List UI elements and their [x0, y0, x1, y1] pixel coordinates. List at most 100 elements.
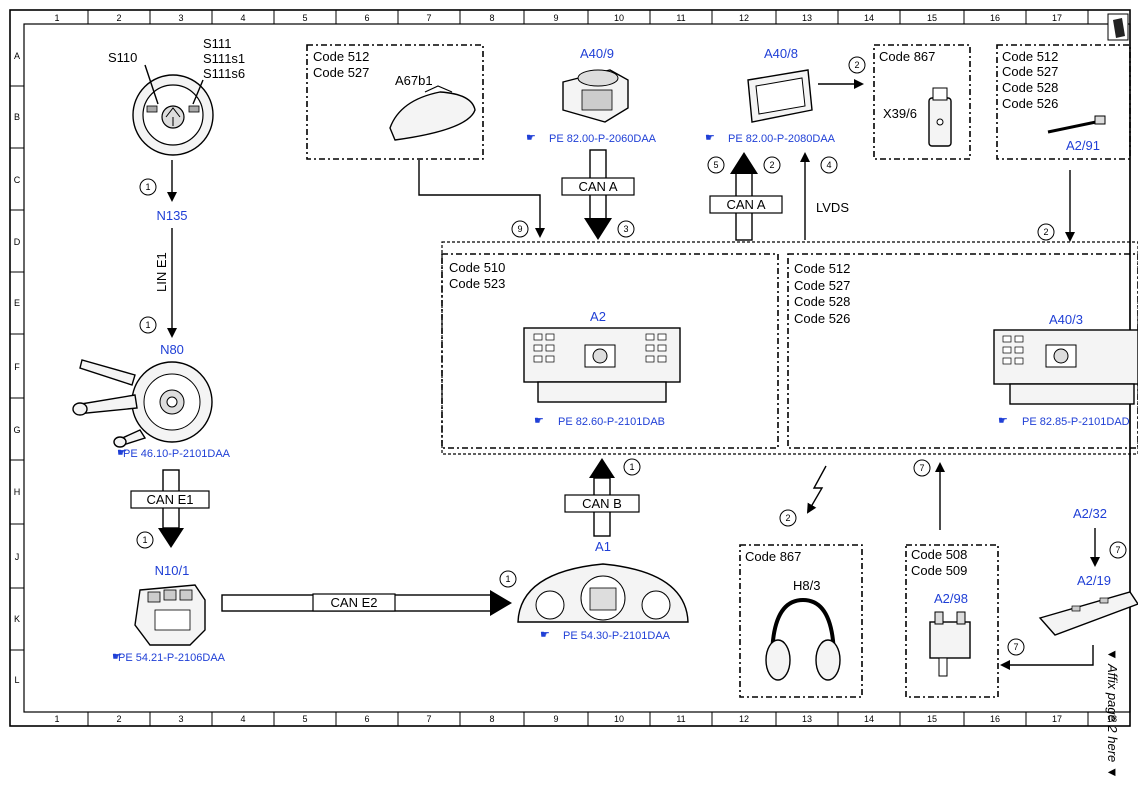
col-label-bottom: 16: [990, 714, 1000, 724]
headphones-icon: [765, 597, 841, 681]
n80-label: N80: [160, 342, 184, 357]
marker: 2: [854, 60, 859, 70]
col-label-top: 9: [553, 13, 558, 23]
code-line: Code 512: [313, 49, 369, 64]
col-label-bottom: 10: [614, 714, 624, 724]
col-label-top: 15: [927, 13, 937, 23]
col-label-top: 4: [240, 13, 245, 23]
a40-9-ref-link[interactable]: PE 82.00-P-2060DAA: [549, 133, 657, 145]
code-line: Code 526: [1002, 96, 1058, 111]
code-line: Code 867: [745, 549, 801, 564]
can-e1-label: CAN E1: [147, 492, 194, 507]
steering-wheel-icon: [132, 74, 214, 156]
row-label: B: [14, 112, 20, 122]
a1-ref-link[interactable]: PE 54.30-P-2101DAA: [563, 630, 671, 642]
fuse-relay-module-icon: [134, 584, 206, 646]
code-line: Code 527: [313, 65, 369, 80]
a2-19-label: A2/19: [1077, 573, 1111, 588]
s111s1-label: S111s1: [203, 51, 245, 66]
marker: 1: [629, 462, 634, 472]
corner-stamp-icon: [1107, 13, 1129, 41]
a2-ref-link[interactable]: PE 82.60-P-2101DAB: [558, 416, 665, 428]
a40-8-ref-icon: ☛: [705, 132, 715, 144]
col-label-bottom: 11: [676, 714, 685, 724]
antenna-icon: [1047, 115, 1106, 134]
can-a-label: CAN A: [578, 179, 617, 194]
h8-3-label: H8/3: [793, 578, 820, 593]
a1-label: A1: [595, 539, 611, 554]
col-label-bottom: 5: [302, 714, 307, 724]
can-e2-label: CAN E2: [331, 595, 378, 610]
steering-column-module-icon: [72, 359, 213, 448]
a2-98-label: A2/98: [934, 591, 968, 606]
col-label-top: 13: [802, 13, 812, 23]
col-label-top: 6: [364, 13, 369, 23]
controller-knob-icon: [562, 69, 629, 123]
a40-8-ref-link[interactable]: PE 82.00-P-2080DAA: [728, 133, 836, 145]
n135-label: N135: [156, 208, 187, 223]
code-line: Code 508: [911, 547, 967, 562]
col-label-bottom: 7: [426, 714, 431, 724]
code-line: Code 867: [879, 49, 935, 64]
can-b-label: CAN B: [582, 496, 622, 511]
marker: 2: [785, 513, 790, 523]
grid-columns: 1 2 3 4 5 6 7 8 9 10 11 12 13 14 15 16 1…: [54, 10, 1117, 726]
code-line: Code 528: [794, 294, 850, 309]
marker: 2: [769, 160, 774, 170]
receiver-module-icon: [929, 611, 971, 677]
rear-view-mirror-icon: [389, 85, 476, 141]
row-label: C: [14, 175, 21, 185]
marker: 5: [713, 160, 718, 170]
row-label: L: [14, 675, 19, 685]
code-box-x39-6: [873, 44, 971, 160]
affix-page-note: ▼ Affix page 2 here ▼: [1105, 648, 1120, 779]
col-label-bottom: 14: [864, 714, 874, 724]
marker: 1: [145, 320, 150, 330]
col-label-top: 11: [676, 13, 685, 23]
instrument-cluster-icon: [517, 563, 689, 623]
col-label-bottom: 17: [1052, 714, 1062, 724]
marker: 9: [517, 224, 522, 234]
col-label-bottom: 4: [240, 714, 245, 724]
n10-1-ref-link[interactable]: PE 54.21-P-2106DAA: [118, 652, 226, 664]
code-line: Code 528: [1002, 80, 1058, 95]
marker: 4: [826, 160, 831, 170]
col-label-top: 10: [614, 13, 624, 23]
x39-6-label: X39/6: [883, 106, 917, 121]
row-label: K: [14, 614, 20, 624]
a40-8-label: A40/8: [764, 46, 798, 61]
row-label: A: [14, 51, 20, 61]
a40-9-label: A40/9: [580, 46, 614, 61]
usb-connector-icon: [928, 87, 952, 147]
col-label-top: 3: [178, 13, 183, 23]
a2-label: A2: [590, 309, 606, 324]
col-label-bottom: 1: [54, 714, 59, 724]
col-label-bottom: 12: [739, 714, 749, 724]
code-line: Code 509: [911, 563, 967, 578]
col-label-top: 2: [116, 13, 121, 23]
code-box-a2: [441, 253, 779, 449]
col-label-bottom: 8: [489, 714, 494, 724]
col-label-top: 8: [489, 13, 494, 23]
code-line: Code 527: [794, 278, 850, 293]
col-label-bottom: 9: [553, 714, 558, 724]
row-label: F: [14, 362, 20, 372]
radio-unit-icon: [523, 327, 681, 403]
code-line: Code 523: [449, 276, 505, 291]
row-label: D: [14, 237, 21, 247]
code-line: Code 512: [794, 261, 850, 276]
marker: 2: [1043, 227, 1048, 237]
row-label: E: [14, 298, 20, 308]
marker: 1: [505, 574, 510, 584]
a40-3-ref-link[interactable]: PE 82.85-P-2101DAD: [1022, 416, 1130, 428]
code-line: Code 510: [449, 260, 505, 275]
marker: 1: [145, 182, 150, 192]
row-label: J: [15, 552, 20, 562]
col-label-top: 17: [1052, 13, 1062, 23]
col-label-top: 5: [302, 13, 307, 23]
code-box-a2-98: [905, 544, 999, 698]
n80-ref-link[interactable]: PE 46.10-P-2101DAA: [123, 448, 231, 460]
a40-3-label: A40/3: [1049, 312, 1083, 327]
col-label-top: 7: [426, 13, 431, 23]
